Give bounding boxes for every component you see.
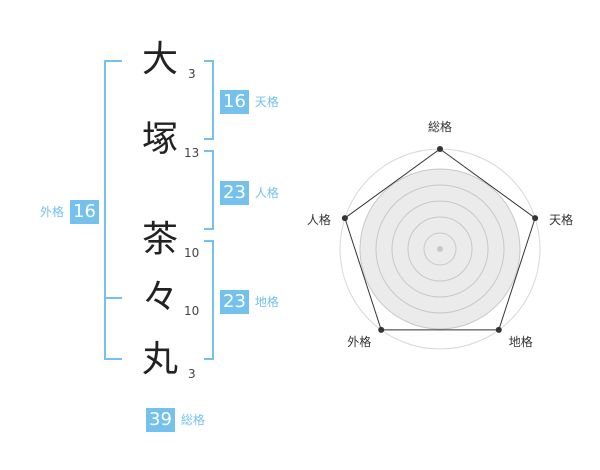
- jinkaku-label: 人格: [254, 186, 279, 200]
- radar-polygon: [344, 148, 536, 331]
- stroke-count-4: 10: [184, 304, 200, 318]
- name-char-4: 々: [141, 277, 178, 318]
- jinkaku-bracket-top: [204, 150, 214, 152]
- chikaku-bracket-bottom: [204, 358, 214, 360]
- stroke-count-5: 3: [188, 367, 196, 381]
- stroke-count-3: 10: [184, 246, 200, 260]
- name-char-5: 丸: [141, 339, 178, 380]
- gaikaku-bracket-spine: [104, 60, 106, 360]
- chikaku-value: 23: [220, 290, 249, 314]
- tenkaku-bracket-top: [204, 60, 214, 62]
- jinkaku-value: 23: [220, 181, 249, 205]
- radar-point-2: [495, 326, 502, 333]
- chikaku-group: 23 地格: [220, 290, 279, 314]
- radar-label-jinkaku: 人格: [307, 212, 331, 227]
- tenkaku-bracket-bottom: [204, 138, 214, 140]
- radar-label-chikaku: 地格: [509, 334, 533, 349]
- radar-label-tenkaku: 天格: [549, 212, 573, 227]
- radar-label-soukaku: 総格: [428, 119, 452, 134]
- jinkaku-group: 23 人格: [220, 181, 279, 205]
- stroke-count-1: 3: [188, 67, 196, 81]
- stroke-count-2: 13: [184, 146, 200, 160]
- radar-point-4: [341, 215, 348, 222]
- tenkaku-label: 天格: [254, 95, 279, 109]
- radar-points: [341, 146, 539, 333]
- radar-point-3: [378, 326, 385, 333]
- radar-point-0: [437, 146, 443, 152]
- name-char-2: 塚: [141, 119, 178, 160]
- gaikaku-bracket-bottom: [104, 358, 122, 360]
- jinkaku-bracket-spine: [212, 150, 214, 230]
- chikaku-label: 地格: [254, 295, 279, 309]
- tenkaku-value: 16: [220, 90, 249, 114]
- radar-label-gaikaku: 外格: [347, 334, 371, 349]
- gaikaku-value: 16: [70, 200, 99, 224]
- soukaku-value: 39: [146, 408, 175, 432]
- gaikaku-bracket-top: [104, 60, 122, 62]
- gaikaku-label: 外格: [40, 205, 65, 219]
- chikaku-bracket-spine: [212, 240, 214, 360]
- radar-ring-4: [375, 184, 505, 314]
- radar-chart: 総格 天格 地格 外格 人格: [307, 119, 573, 350]
- soukaku-group: 39 総格: [146, 408, 205, 432]
- chikaku-bracket-top: [204, 240, 214, 242]
- radar-ring-2: [407, 216, 473, 282]
- gaikaku-group: 外格 16: [40, 200, 99, 224]
- radar-point-1: [532, 215, 539, 222]
- soukaku-label: 総格: [180, 413, 205, 427]
- radar-center-dot: [437, 246, 443, 252]
- radar-ring-1: [423, 232, 457, 266]
- gaikaku-bracket-mid: [104, 297, 122, 299]
- tenkaku-group: 16 天格: [220, 90, 279, 114]
- radar-ring-3: [391, 200, 489, 298]
- name-char-1: 大: [141, 39, 178, 80]
- tenkaku-bracket-spine: [212, 60, 214, 140]
- name-char-3: 茶: [141, 219, 178, 260]
- jinkaku-bracket-bottom: [204, 228, 214, 230]
